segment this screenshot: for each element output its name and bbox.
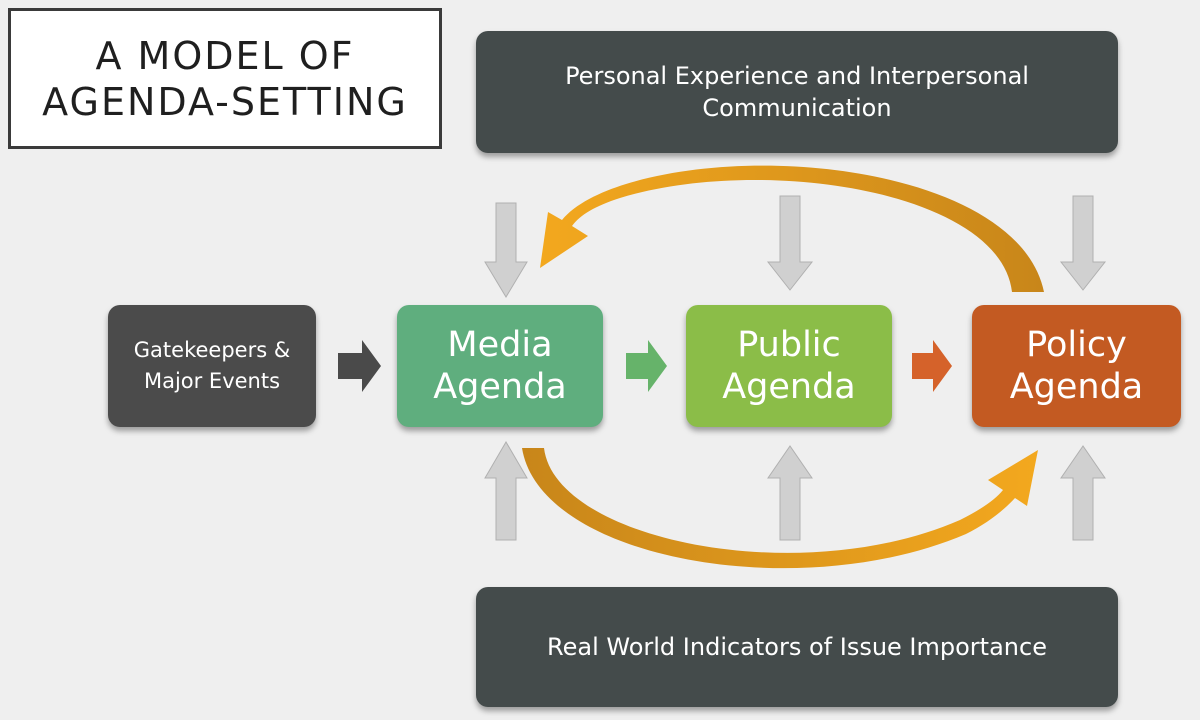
media-agenda-label: Media Agenda xyxy=(433,325,567,407)
up-arrow-media xyxy=(484,441,528,541)
public-agenda-box: Public Agenda xyxy=(686,305,892,427)
up-arrow-public xyxy=(767,445,813,541)
down-arrow-media xyxy=(484,202,528,298)
gatekeepers-box: Gatekeepers & Major Events xyxy=(108,305,316,427)
title-line-2: AGENDA-SETTING xyxy=(42,79,408,124)
media-agenda-box: Media Agenda xyxy=(397,305,603,427)
gatekeepers-label: Gatekeepers & Major Events xyxy=(133,338,291,393)
gatekeepers-to-media-arrow xyxy=(338,340,381,392)
policy-to-media-curved-arrow xyxy=(540,165,1044,292)
title-box: A MODEL OF AGENDA-SETTING xyxy=(8,8,442,149)
down-arrow-public xyxy=(766,195,814,291)
policy-agenda-label: Policy Agenda xyxy=(1009,325,1144,407)
personal-experience-bar: Personal Experience and Interpersonal Co… xyxy=(476,31,1118,153)
title-line-1: A MODEL OF xyxy=(95,33,355,78)
down-arrow-policy xyxy=(1059,195,1107,291)
personal-experience-label: Personal Experience and Interpersonal Co… xyxy=(565,62,1029,122)
real-world-indicators-bar: Real World Indicators of Issue Importanc… xyxy=(476,587,1118,707)
public-to-policy-arrow xyxy=(912,340,952,392)
real-world-indicators-label: Real World Indicators of Issue Importanc… xyxy=(547,633,1047,661)
media-to-policy-curved-arrow xyxy=(522,448,1038,569)
up-arrow-policy xyxy=(1060,445,1106,541)
policy-agenda-box: Policy Agenda xyxy=(972,305,1181,427)
public-agenda-label: Public Agenda xyxy=(722,325,856,407)
media-to-public-arrow xyxy=(626,340,667,392)
